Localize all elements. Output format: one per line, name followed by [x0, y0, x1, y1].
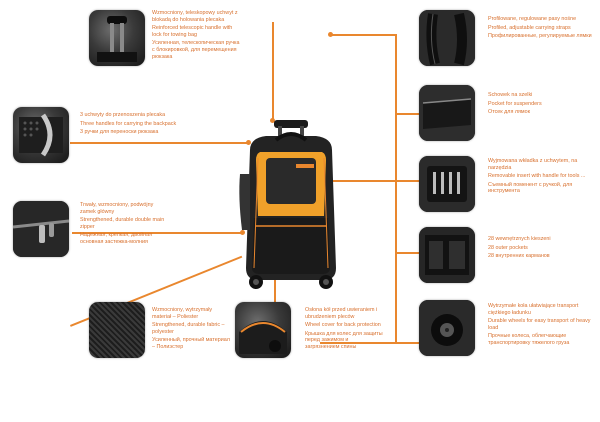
caption-zipper-ru: Надежная, крепкая, двойная основная заст…	[80, 232, 152, 245]
caption-handles3-pl: 3 uchwyty do przenoszenia plecaka	[80, 112, 166, 118]
carry-handle-icon	[13, 107, 69, 163]
caption-handle-en: Reinforced telescopic handle with lock f…	[152, 25, 233, 38]
caption-wheels-pl: Wytrzymałe koła ułatwiające transport ci…	[488, 303, 579, 316]
caption-handles3: 3 uchwyty do przenoszenia plecaka Three …	[80, 112, 200, 136]
wheel-cover-icon	[235, 302, 291, 358]
caption-zipper-en: Strengthened, durable double main zipper	[80, 217, 165, 230]
caption-zipper-pl: Trwały, wzmocniony, podwójny zamek główn…	[80, 202, 154, 215]
connector-zipper-h	[72, 232, 242, 234]
connector-pockets	[395, 252, 420, 254]
caption-pockets: 28 wewnętrznych kieszeni 28 outer pocket…	[488, 236, 588, 260]
caption-straps: Profilowane, regulowane pasy nośne Profi…	[488, 16, 593, 40]
caption-insert: Wyjmowana wkładka z uchwytem, na narzędz…	[488, 158, 593, 195]
caption-straps-ru: Профилированные, регулируемые лямки	[488, 33, 592, 40]
connector-handles3	[70, 142, 248, 144]
connector-handles3-dot	[246, 140, 251, 145]
connector-insert	[320, 180, 420, 182]
caption-fabric-ru: Усиленный, прочный материал – Полиэстер	[152, 337, 230, 350]
caption-suspenders-ru: Отсек для лямок	[488, 109, 530, 116]
caption-pockets-pl: 28 wewnętrznych kieszeni	[488, 236, 551, 242]
caption-handles3-ru: 3 ручки для переноски рюкзака	[80, 129, 159, 136]
zipper-icon	[13, 201, 69, 257]
connector-handle-dot	[270, 118, 275, 123]
caption-insert-ru: Съемный поменент с ручкой, для инструмен…	[488, 181, 573, 195]
backpack-product-image	[239, 120, 336, 289]
caption-wheelcover-en: Wheel cover for back protection	[305, 322, 381, 329]
caption-fabric: Wzmocniony, wytrzymały materiał – Polies…	[152, 307, 232, 351]
connector-right-spine	[395, 34, 397, 344]
tool-insert-icon	[419, 156, 475, 212]
connector-wheelcover	[274, 252, 276, 310]
caption-insert-pl: Wyjmowana wkładka z uchwytem, na narzędz…	[488, 158, 578, 171]
connector-zipper-dot	[240, 230, 245, 235]
connector-suspenders	[395, 113, 420, 115]
caption-handles3-en: Three handles for carrying the backpack	[80, 120, 177, 127]
caption-fabric-en: Strengthened, durable fabric – polyester	[152, 322, 225, 335]
caption-pockets-en: 28 outer pockets	[488, 244, 528, 251]
caption-handle: Wzmocniony, teleskopowy uchwyt z blokadą…	[152, 10, 242, 60]
caption-wheels-en: Durable wheels for easy transport of hea…	[488, 318, 591, 331]
connector-wheels	[320, 342, 420, 344]
suspender-pocket-icon	[419, 85, 475, 141]
caption-suspenders-pl: Schowek na szelki	[488, 92, 533, 98]
connector-handle	[272, 22, 274, 120]
inner-pockets-icon	[419, 227, 475, 283]
shoulder-strap-icon	[419, 10, 475, 66]
caption-suspenders-en: Pocket for suspenders	[488, 100, 542, 107]
caption-pockets-ru: 28 внутренних карманов	[488, 253, 550, 260]
caption-straps-en: Profiled, adjustable carrying straps	[488, 24, 571, 31]
caption-wheelcover: Osłona kół przed uwieraniem i ubrudzenie…	[305, 307, 383, 351]
caption-wheels: Wytrzymałe koła ułatwiające transport ci…	[488, 303, 598, 347]
caption-handle-pl: Wzmocniony, teleskopowy uchwyt z blokadą…	[152, 10, 238, 23]
caption-insert-en: Removable insert with handle for tools .…	[488, 173, 586, 180]
caption-suspenders: Schowek na szelki Pocket for suspenders …	[488, 92, 588, 116]
connector-straps-dot	[328, 32, 333, 37]
caption-zipper: Trwały, wzmocniony, podwójny zamek główn…	[80, 202, 170, 246]
fabric-texture-icon	[89, 302, 145, 358]
caption-wheels-ru: Прочные колеса, облегчающие транспортиро…	[488, 333, 570, 346]
caption-straps-pl: Profilowane, regulowane pasy nośne	[488, 16, 577, 22]
telescopic-handle-icon	[89, 10, 145, 66]
caption-wheelcover-ru: Крышка для колес для защиты перед зажимо…	[305, 330, 383, 350]
caption-handle-ru: Усиленная, телескопическая ручка с блоки…	[152, 40, 240, 60]
connector-straps	[330, 34, 396, 36]
caption-fabric-pl: Wzmocniony, wytrzymały materiał – Polies…	[152, 307, 213, 320]
wheel-icon	[419, 300, 475, 356]
caption-wheelcover-pl: Osłona kół przed uwieraniem i ubrudzenie…	[305, 307, 378, 320]
